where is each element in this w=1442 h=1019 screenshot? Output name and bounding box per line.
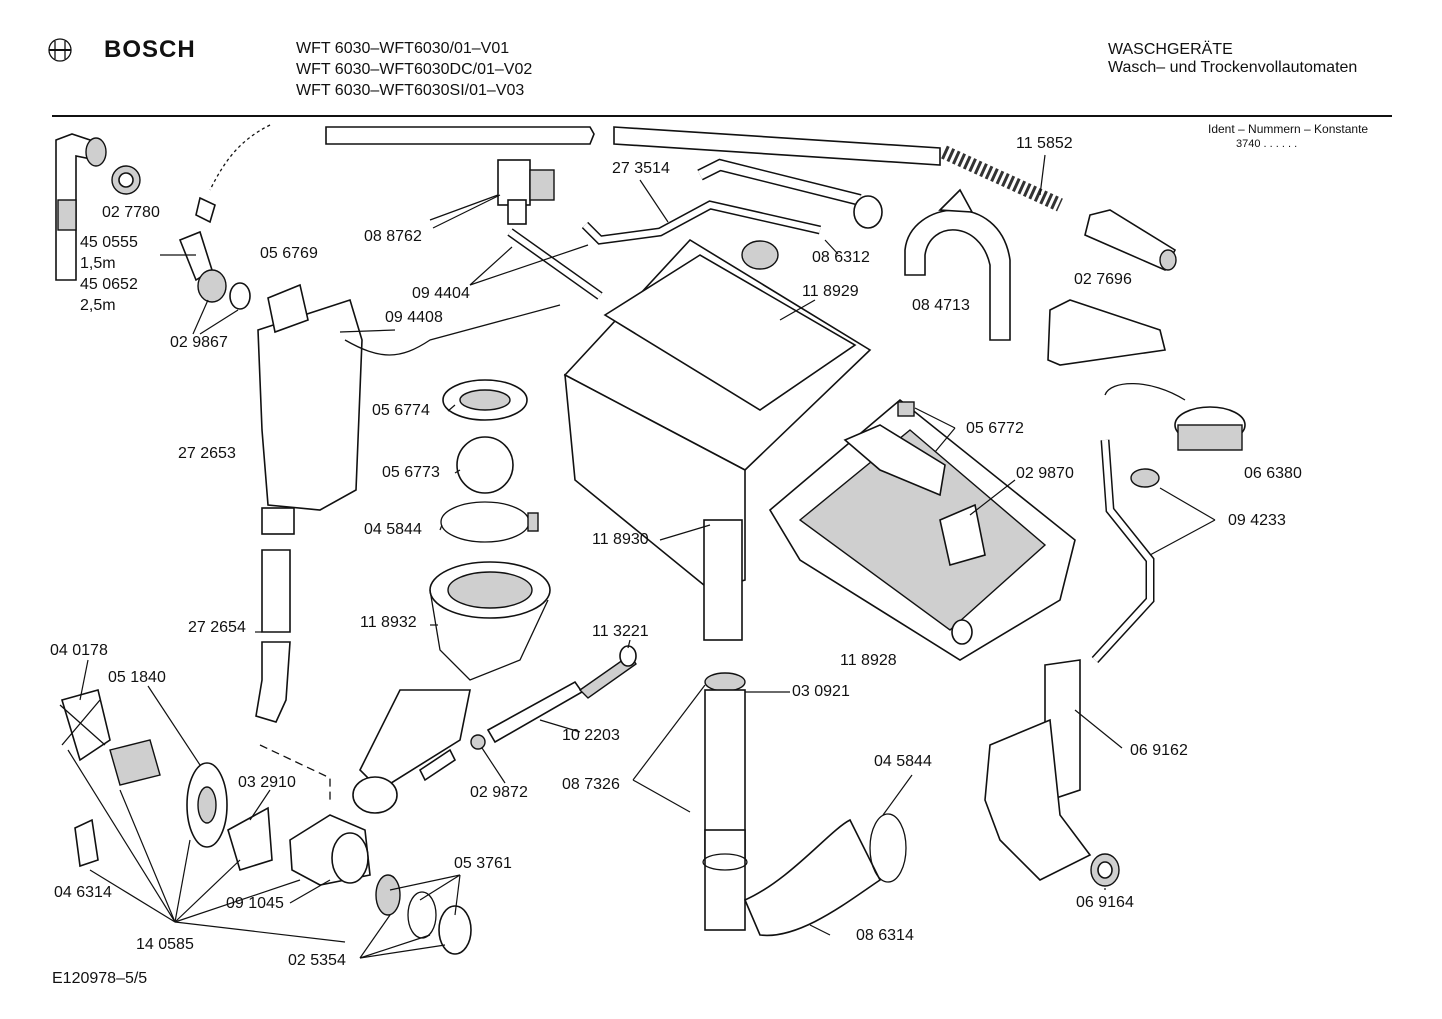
drain-elbow-drawing [55, 133, 141, 281]
part-label: 03 0921 [792, 683, 850, 700]
part-label: 09 4233 [1228, 512, 1286, 529]
part-label: 08 4713 [912, 297, 970, 314]
ident-label: Ident – Nummern – Konstante [1208, 122, 1369, 136]
part-label: 11 5852 [1016, 135, 1073, 152]
part-label: 02 7780 [102, 204, 160, 221]
hose-272654-drawing [255, 549, 331, 800]
pipe-087326-drawing [702, 672, 907, 937]
part-label: 05 3761 [454, 855, 512, 872]
small-bracket-drawing [1047, 299, 1166, 366]
flap-drawing [843, 401, 986, 567]
valve-seat-drawing [440, 379, 539, 543]
part-label: 06 9162 [1130, 742, 1188, 759]
bracket-069162-drawing [984, 659, 1120, 887]
part-label: 05 1840 [108, 669, 166, 686]
part-label: 27 3514 [612, 160, 670, 177]
hose-056769-drawing [178, 230, 251, 310]
part-label: 08 6314 [856, 927, 914, 944]
valve-drawing [429, 159, 555, 225]
model-line-1: WFT 6030–WFT6030/01–V01 [296, 40, 510, 57]
part-label: 04 5844 [874, 753, 932, 770]
part-label: 11 8930 [592, 531, 649, 548]
part-label: 05 6772 [966, 420, 1024, 437]
part-label: 11 8928 [840, 652, 897, 669]
model-line-2: WFT 6030–WFT6030DC/01–V02 [296, 61, 533, 78]
part-label: 27 2654 [188, 619, 246, 636]
category-title: WASCHGERÄTE [1108, 41, 1233, 58]
part-label: 11 3221 [592, 623, 649, 640]
top-hose-drawing [195, 124, 1063, 224]
pressure-switch-drawing [1091, 382, 1246, 664]
bracket-084713-drawing [904, 188, 1011, 341]
part-label: 14 0585 [136, 936, 194, 953]
part-label: 03 2910 [238, 774, 296, 791]
leader-lines [67, 154, 1216, 959]
part-label: 02 5354 [288, 952, 346, 969]
part-label: 02 9867 [170, 334, 228, 351]
pump-assembly-drawing [59, 689, 472, 955]
part-label: 45 0652 [80, 276, 138, 293]
part-label: 02 7696 [1074, 271, 1132, 288]
model-line-3: WFT 6030–WFT6030SI/01–V03 [296, 82, 525, 99]
drawing-id: E120978–5/5 [52, 970, 148, 987]
part-label: 05 6774 [372, 402, 430, 419]
part-label: 02 9872 [470, 784, 528, 801]
part-label: 09 1045 [226, 895, 284, 912]
part-label: 04 5844 [364, 521, 422, 538]
part-label: 11 8929 [802, 283, 859, 300]
part-label: 11 8932 [360, 614, 417, 631]
part-label: 08 8762 [364, 228, 422, 245]
part-label: 2,5m [80, 297, 116, 314]
brand-name: BOSCH [104, 36, 196, 63]
part-label: 04 6314 [54, 884, 112, 901]
part-label: 09 4408 [385, 309, 443, 326]
part-label: 05 6769 [260, 245, 318, 262]
part-label: 45 0555 [80, 234, 138, 251]
part-label: 27 2653 [178, 445, 236, 462]
hoses-094404-273514-drawing [507, 158, 883, 300]
part-label: 08 7326 [562, 776, 620, 793]
sensor-tube-drawing [418, 645, 637, 782]
part-label: 04 0178 [50, 642, 108, 659]
part-label: 09 4404 [412, 285, 470, 302]
bellows-drawing [352, 561, 551, 814]
part-label: 05 6773 [382, 464, 440, 481]
category-subtitle: Wasch– und Trockenvollautomaten [1108, 59, 1358, 76]
part-label: 08 6312 [812, 249, 870, 266]
hose-end-027696-drawing [1084, 209, 1177, 272]
dispenser-tank-drawing [257, 283, 561, 535]
bosch-logo-icon [48, 38, 72, 62]
part-label: 06 6380 [1244, 465, 1302, 482]
ident-value: 3740 . . . . . . [1236, 138, 1298, 150]
dispenser-housing-drawing [563, 238, 1076, 661]
part-label: 10 2203 [562, 727, 620, 744]
part-label: 1,5m [80, 255, 116, 272]
part-label: 02 9870 [1016, 465, 1074, 482]
part-label: 06 9164 [1076, 894, 1134, 911]
